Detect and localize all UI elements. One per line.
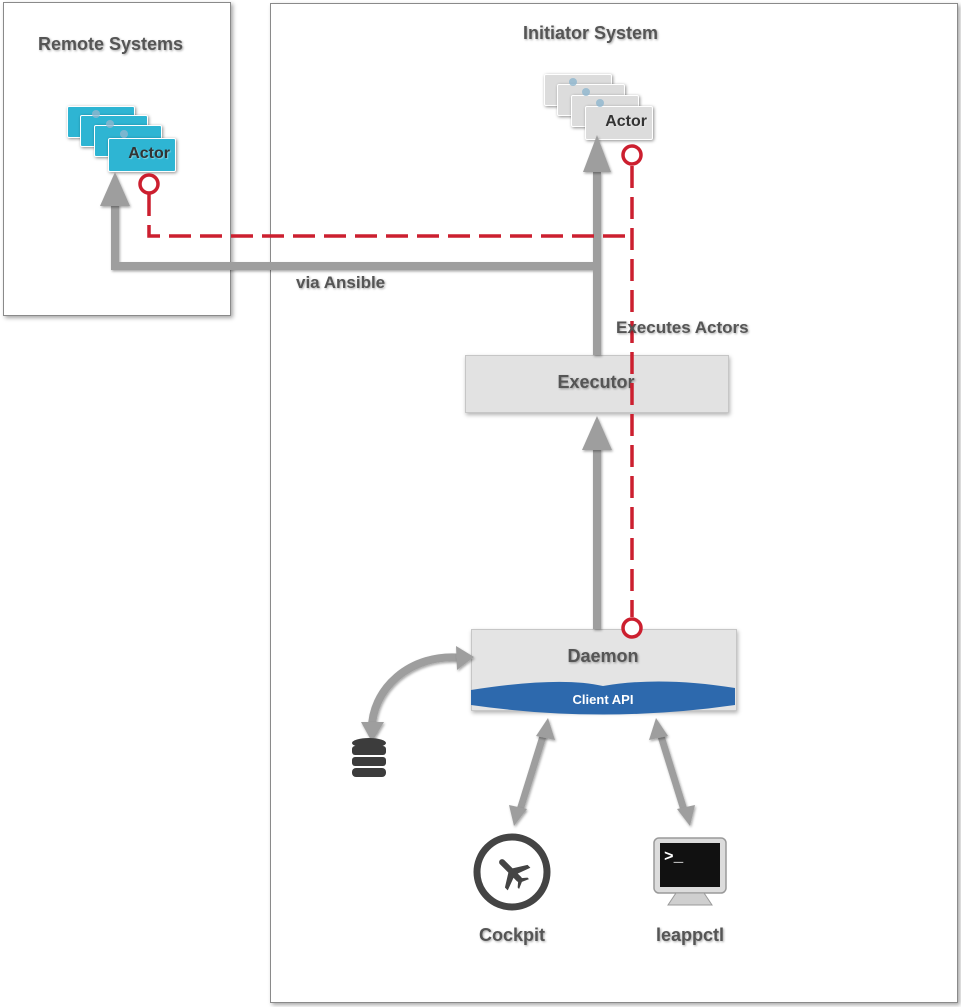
daemon-socket: [621, 617, 643, 639]
executor-label: Executor: [557, 372, 635, 392]
via-ansible-label: via Ansible: [296, 273, 386, 292]
daemon-database-arrow: [367, 653, 464, 733]
remote-actor-card[interactable]: Actor: [108, 138, 176, 172]
cockpit-client-arrow: [516, 731, 548, 812]
initiator-actor-card[interactable]: Actor: [585, 106, 653, 140]
executes-actors-label: Executes Actors: [616, 318, 749, 337]
client-api-band: [471, 681, 735, 715]
initiator-system-panel: [270, 3, 958, 1003]
remote-systems-title: Remote Systems: [38, 34, 184, 54]
gear-icon: [92, 78, 604, 138]
via-ansible-arrow: [111, 204, 597, 270]
leappctl-label[interactable]: leappctl: [655, 925, 725, 945]
initiator-actor-label: Actor: [605, 113, 647, 130]
initiator-actor-socket: [621, 144, 643, 166]
remote-dashed-link: [147, 194, 632, 238]
remote-actor-label: Actor: [128, 145, 170, 162]
executor-box: [465, 355, 729, 413]
daemon-label: Daemon: [567, 646, 639, 666]
terminal-icon: >_: [653, 837, 727, 906]
database-icon: [352, 738, 386, 777]
remote-actor-socket: [138, 173, 160, 195]
svg-text:>_: >_: [664, 848, 684, 866]
cockpit-label[interactable]: Cockpit: [478, 925, 545, 945]
leappctl-client-arrow: [656, 731, 688, 812]
airplane-icon: [473, 833, 551, 911]
client-api-label: Client API: [572, 692, 634, 707]
initiator-system-title: Initiator System: [523, 23, 659, 43]
